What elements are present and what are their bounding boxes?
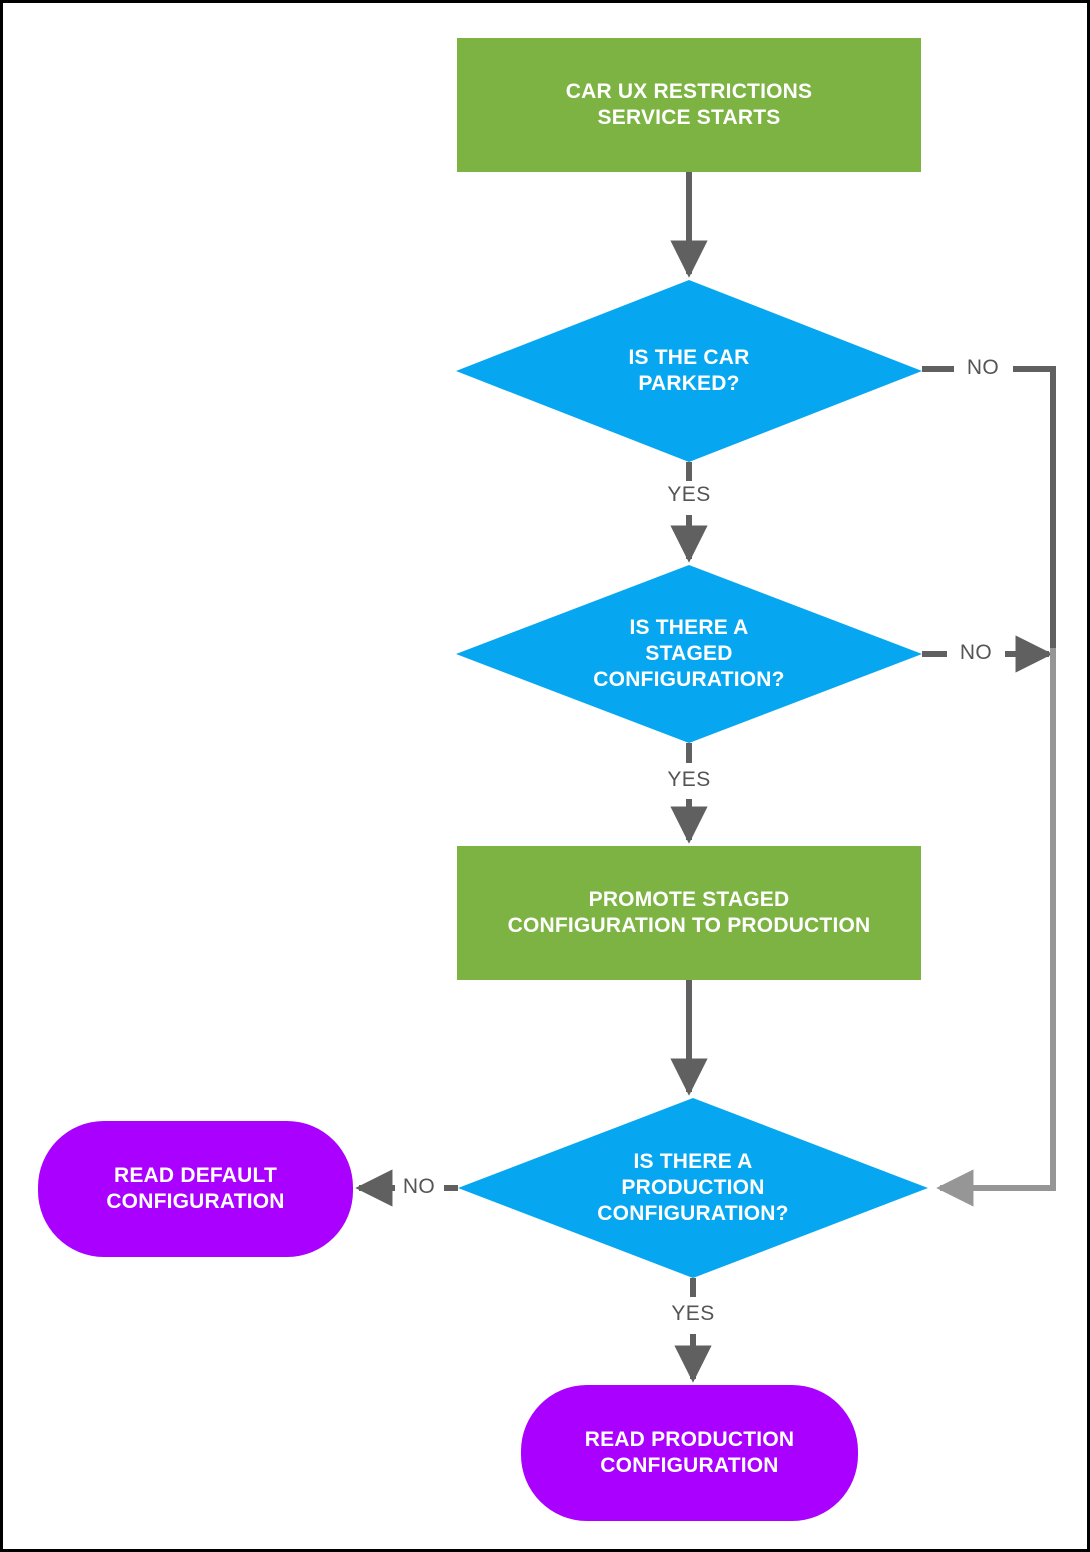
node-shape-read-default bbox=[38, 1121, 353, 1257]
node-shape-car-parked bbox=[456, 280, 922, 462]
flowchart-connectors-and-shapes bbox=[38, 38, 1056, 1521]
node-shape-start bbox=[457, 38, 921, 172]
edge-label-production-no: NO bbox=[395, 1176, 443, 1197]
node-shape-promote-staged bbox=[457, 846, 921, 980]
edge-label-production-yes: YES bbox=[653, 1303, 733, 1324]
node-shape-read-production bbox=[521, 1385, 858, 1521]
edge-label-staged-no: NO bbox=[947, 642, 1005, 663]
node-shape-staged-config bbox=[456, 565, 922, 743]
edge-label-car-parked-no: NO bbox=[954, 357, 1012, 378]
edge-label-staged-yes: YES bbox=[649, 769, 729, 790]
node-shape-production-config bbox=[458, 1098, 928, 1278]
connector-car-parked-no-rail bbox=[1013, 366, 1056, 648]
edge-label-car-parked-yes: YES bbox=[649, 484, 729, 505]
connector-rail-to-production-config bbox=[936, 648, 1056, 1207]
